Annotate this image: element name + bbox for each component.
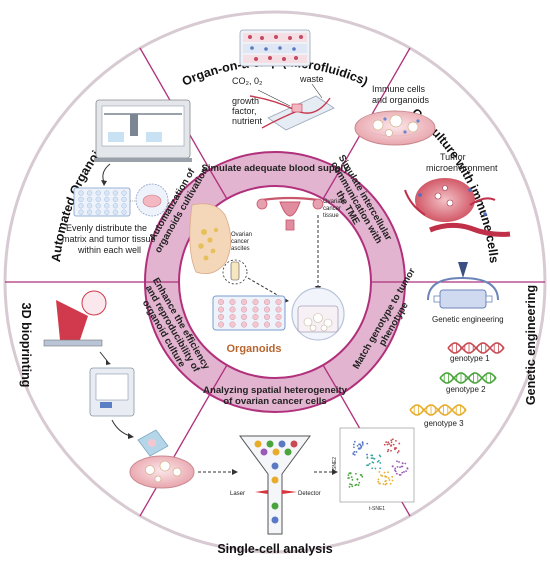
well-plate-icon xyxy=(212,295,286,331)
organoids-label: Organoids xyxy=(226,343,281,355)
svg-text:within each well: within each well xyxy=(77,245,141,255)
dna-icon xyxy=(447,342,505,354)
svg-text:matrix and tumor tissue: matrix and tumor tissue xyxy=(62,234,156,244)
plasmid-icon xyxy=(427,262,499,309)
svg-text:Ovarian: Ovarian xyxy=(231,232,252,238)
flow-cytometer-icon xyxy=(239,435,311,535)
svg-text:factor,: factor, xyxy=(232,106,257,116)
svg-text:microenvironment: microenvironment xyxy=(426,163,498,173)
center-illustration: Ovarian cancer ascites Ovarian cancer ti… xyxy=(189,196,345,355)
ring-blood-supply: Simulate adequate blood supply xyxy=(201,163,349,174)
svg-text:Tumor: Tumor xyxy=(440,152,466,162)
svg-text:Detector: Detector xyxy=(298,491,321,497)
svg-text:cancer: cancer xyxy=(323,206,341,212)
svg-text:t-SNE2: t-SNE2 xyxy=(332,457,338,473)
svg-text:and organoids: and organoids xyxy=(372,95,430,105)
coculture-dish-icon xyxy=(354,110,436,146)
ring-heterogeneity: Analyzing spatial heterogeneity of ovari… xyxy=(203,385,348,407)
title-3d-bioprinting: 3D bioprinting xyxy=(19,303,33,388)
coculture-illustration: Immune cells and organoids Tumor microen… xyxy=(354,84,511,237)
dna-icon xyxy=(409,404,467,416)
dish-icon xyxy=(129,455,195,489)
svg-text:Laser: Laser xyxy=(230,491,245,497)
automated-illustration: Evenly distribute the matrix and tumor t… xyxy=(62,99,192,255)
ascites-icon xyxy=(198,227,219,261)
genetic-engineering-illustration: Genetic engineering genotype 1 genotype … xyxy=(409,262,505,428)
inner-ring-dividers xyxy=(146,169,404,395)
svg-text:CO₂, 0₂: CO₂, 0₂ xyxy=(232,76,263,86)
svg-text:growth: growth xyxy=(232,96,259,106)
single-cell-illustration: Laser Detector t-SNE1 t-SNE2 xyxy=(129,427,415,535)
svg-text:of ovarian cancer cells: of ovarian cancer cells xyxy=(223,396,326,407)
svg-text:Evenly distribute the: Evenly distribute the xyxy=(66,223,147,233)
bioprinting-illustration xyxy=(43,290,169,457)
title-genetic-engineering-v: Genetic engineering xyxy=(524,285,538,405)
svg-text:Ovarian: Ovarian xyxy=(323,199,344,205)
svg-text:nutrient: nutrient xyxy=(232,116,263,126)
svg-text:genotype 2: genotype 2 xyxy=(446,385,486,394)
svg-text:cancer: cancer xyxy=(231,239,249,245)
svg-text:waste: waste xyxy=(299,74,324,84)
tsne-plot xyxy=(339,427,415,503)
svg-text:Genetic engineering: Genetic engineering xyxy=(432,315,504,324)
svg-text:tissue: tissue xyxy=(323,213,339,219)
tme-icon xyxy=(415,178,475,222)
svg-text:genotype 1: genotype 1 xyxy=(450,354,490,363)
uterus-icon xyxy=(256,196,324,231)
title-single-cell: Single-cell analysis xyxy=(217,542,332,556)
svg-text:ascites: ascites xyxy=(231,246,250,252)
svg-text:Immune cells: Immune cells xyxy=(372,84,426,94)
organ-chip-illustration: CO₂, 0₂ waste growth factor, nutrient xyxy=(232,29,335,131)
organoid-dish-icon xyxy=(291,287,345,341)
automated-well-plate-icon xyxy=(73,187,131,217)
svg-text:Analyzing spatial heterogeneit: Analyzing spatial heterogeneity xyxy=(203,385,348,396)
dna-icon xyxy=(439,372,497,384)
svg-text:genotype 3: genotype 3 xyxy=(424,419,464,428)
bioprinter-nozzle-icon xyxy=(56,300,88,340)
svg-text:t-SNE1: t-SNE1 xyxy=(369,506,385,512)
